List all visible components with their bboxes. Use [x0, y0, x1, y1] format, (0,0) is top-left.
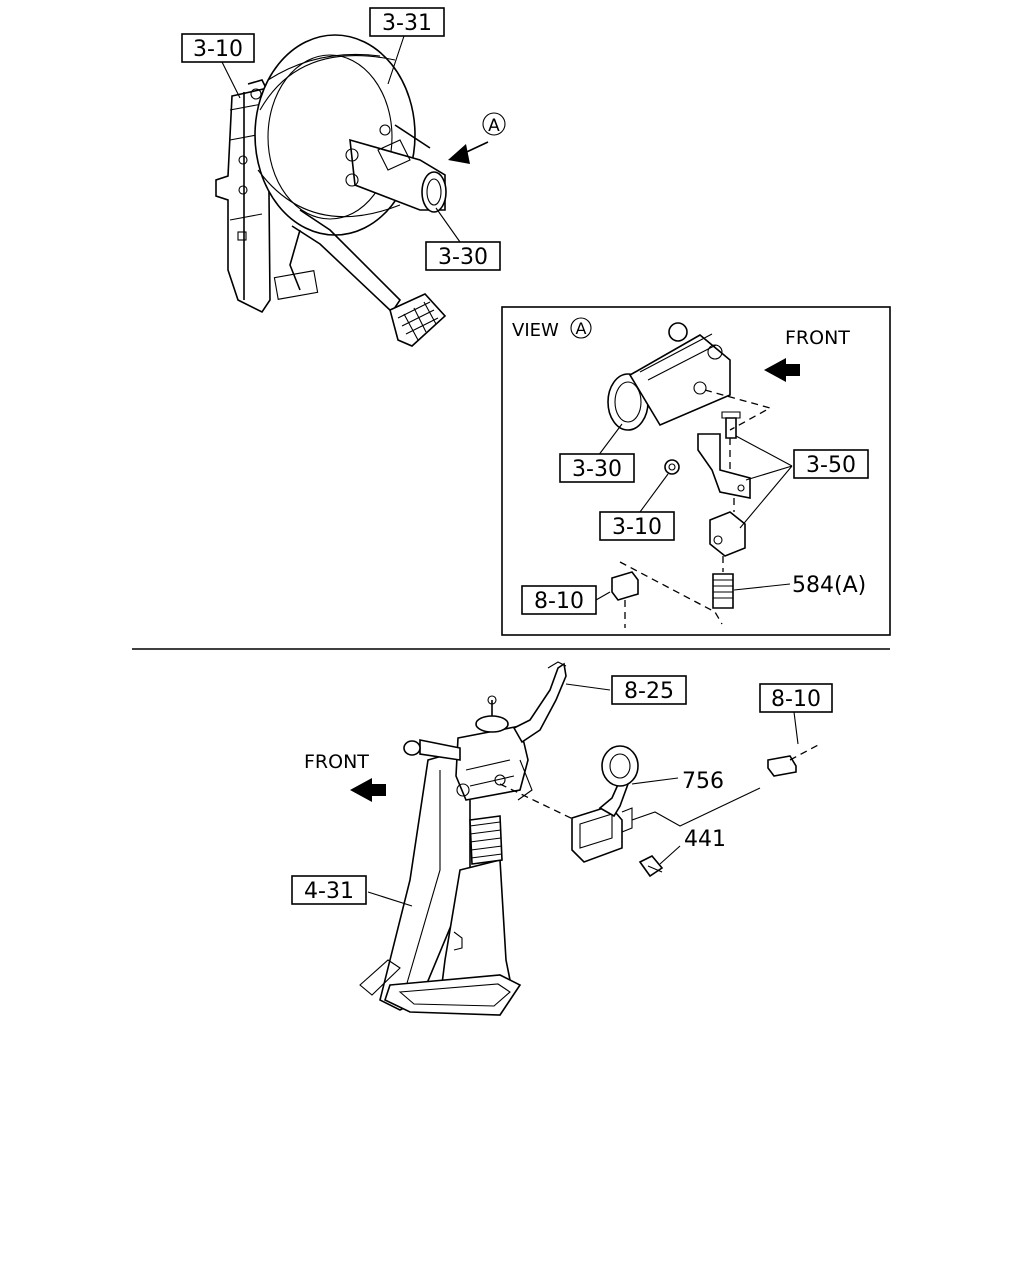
view-marker: A	[576, 319, 587, 338]
label-3-50-view: 3-50	[793, 449, 869, 479]
label-4-31: 4-31	[291, 875, 367, 905]
label-8-10-view: 8-10	[521, 585, 597, 615]
label-3-31: 3-31	[369, 7, 445, 85]
svg-text:3-10: 3-10	[193, 37, 243, 62]
view-a-panel: VIEW A FRONT	[501, 306, 891, 636]
svg-text:8-10: 8-10	[771, 687, 821, 712]
svg-text:4-31: 4-31	[304, 879, 354, 904]
steering-column-assembly: FRONT	[304, 661, 821, 1016]
label-584a: 584(A)	[792, 573, 866, 598]
brake-booster-assembly: A	[215, 34, 506, 347]
label-8-10-bottom: 8-10	[759, 683, 833, 713]
label-3-10-view: 3-10	[599, 511, 675, 541]
view-title: VIEW	[512, 320, 559, 341]
svg-text:8-10: 8-10	[534, 589, 584, 614]
label-3-10-top: 3-10	[181, 33, 255, 99]
arrow-a-marker: A	[488, 116, 500, 136]
column-front-label: FRONT	[304, 751, 369, 773]
label-3-30-view: 3-30	[559, 453, 635, 483]
svg-text:3-50: 3-50	[806, 453, 856, 478]
label-8-25: 8-25	[611, 675, 687, 705]
svg-text:3-30: 3-30	[438, 245, 488, 270]
svg-text:3-30: 3-30	[572, 457, 622, 482]
svg-text:8-25: 8-25	[624, 679, 674, 704]
label-756: 756	[682, 769, 724, 794]
label-441: 441	[684, 827, 726, 852]
svg-text:3-31: 3-31	[382, 11, 432, 36]
view-front-label: FRONT	[785, 327, 850, 349]
svg-text:3-10: 3-10	[612, 515, 662, 540]
label-3-30-top: 3-30	[425, 207, 501, 271]
